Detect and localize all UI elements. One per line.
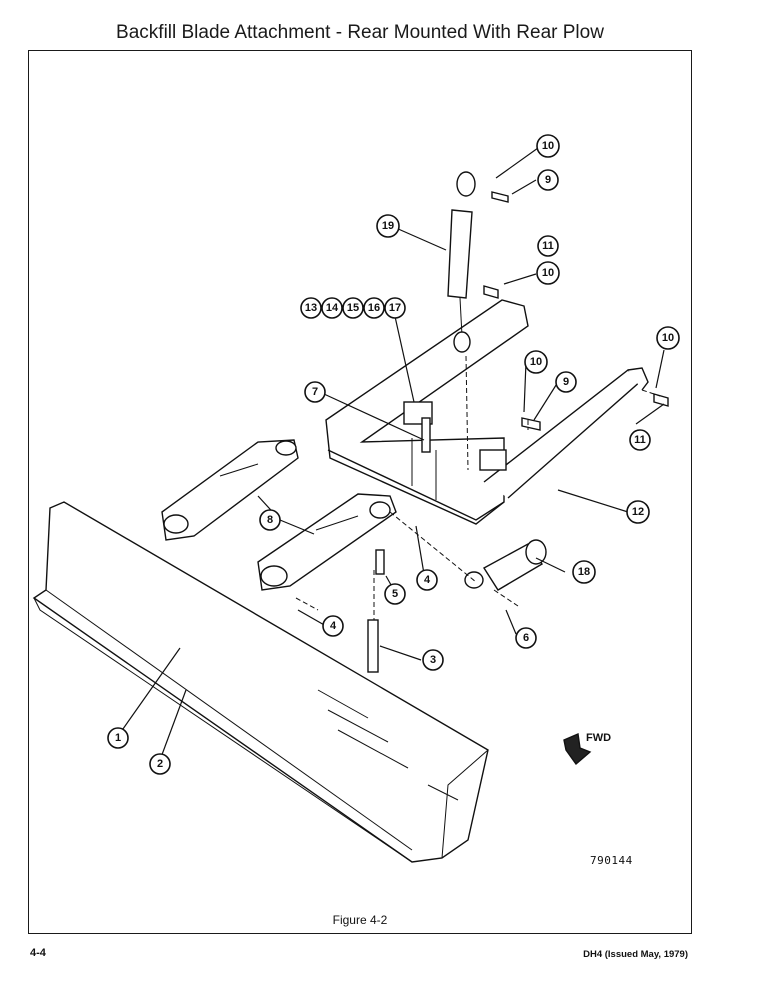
- pin-9-lower: [521, 417, 541, 431]
- svg-text:14: 14: [326, 302, 339, 314]
- callout-11: 11: [537, 235, 559, 257]
- svg-text:19: 19: [382, 220, 394, 232]
- svg-text:13: 13: [305, 302, 317, 314]
- svg-text:3: 3: [430, 654, 436, 666]
- callout-16: 16: [363, 297, 385, 319]
- svg-text:9: 9: [563, 376, 569, 388]
- pin-11-upper: [483, 285, 499, 299]
- svg-text:10: 10: [542, 267, 554, 279]
- callout-9: 9: [555, 371, 577, 393]
- callout-4: 4: [322, 615, 344, 637]
- callout-10: 10: [536, 261, 560, 285]
- cylinder-upper: [447, 171, 476, 353]
- svg-text:12: 12: [632, 506, 644, 518]
- svg-text:16: 16: [368, 302, 380, 314]
- callout-10: 10: [524, 350, 548, 374]
- svg-text:9: 9: [545, 174, 551, 186]
- callout-11: 11: [629, 429, 651, 451]
- drawing-number: 790144: [590, 854, 633, 867]
- svg-text:10: 10: [542, 140, 554, 152]
- svg-text:11: 11: [634, 434, 646, 446]
- callout-5: 5: [384, 583, 406, 605]
- callout-12: 12: [626, 500, 650, 524]
- svg-text:15: 15: [347, 302, 359, 314]
- figure-frame: [28, 50, 692, 934]
- pin-9-upper: [491, 191, 509, 203]
- callout-14: 14: [321, 297, 343, 319]
- document-reference: DH4 (Issued May, 1979): [583, 949, 688, 960]
- pin-3: [367, 619, 379, 673]
- pin-11-lower: [653, 393, 669, 407]
- svg-text:8: 8: [267, 514, 273, 526]
- callout-10: 10: [656, 326, 680, 350]
- cylinder-lower: [464, 539, 547, 591]
- arm-rear: [161, 439, 299, 541]
- svg-text:5: 5: [392, 588, 398, 600]
- callout-18: 18: [572, 560, 596, 584]
- svg-text:1: 1: [115, 732, 121, 744]
- svg-text:4: 4: [330, 620, 337, 632]
- figure-caption: Figure 4-2: [332, 913, 388, 927]
- svg-text:10: 10: [530, 356, 542, 368]
- page-number: 4-4: [30, 947, 46, 959]
- svg-text:7: 7: [312, 386, 318, 398]
- callout-19: 19: [376, 214, 400, 238]
- callout-2: 2: [149, 753, 171, 775]
- page-title: Backfill Blade Attachment - Rear Mounted…: [116, 22, 604, 43]
- pin-7: [421, 417, 431, 453]
- svg-text:2: 2: [157, 758, 163, 770]
- svg-text:10: 10: [662, 332, 674, 344]
- callout-17: 17: [384, 297, 406, 319]
- fwd-label: FWD: [586, 732, 612, 744]
- callout-10: 10: [536, 134, 560, 158]
- pin-5: [375, 549, 385, 575]
- callout-1: 1: [107, 727, 129, 749]
- callout-3: 3: [422, 649, 444, 671]
- callout-13: 13: [300, 297, 322, 319]
- callout-9: 9: [537, 169, 559, 191]
- arm-front: [257, 493, 397, 591]
- svg-text:18: 18: [578, 566, 590, 578]
- svg-text:6: 6: [523, 632, 529, 644]
- svg-text:4: 4: [424, 574, 431, 586]
- callout-7: 7: [304, 381, 326, 403]
- frame-assembly: [325, 299, 649, 525]
- callout-15: 15: [342, 297, 364, 319]
- callout-6: 6: [515, 627, 537, 649]
- fwd-arrow-icon: [563, 732, 592, 766]
- blade: [32, 501, 489, 863]
- exploded-parts-drawing: 1 2 3 4 4 5 6 7 8 9 9 10 10 10 10 11 11 …: [32, 134, 680, 863]
- svg-text:17: 17: [389, 302, 401, 314]
- svg-text:11: 11: [542, 240, 554, 252]
- callout-8: 8: [259, 509, 281, 531]
- callout-4: 4: [416, 569, 438, 591]
